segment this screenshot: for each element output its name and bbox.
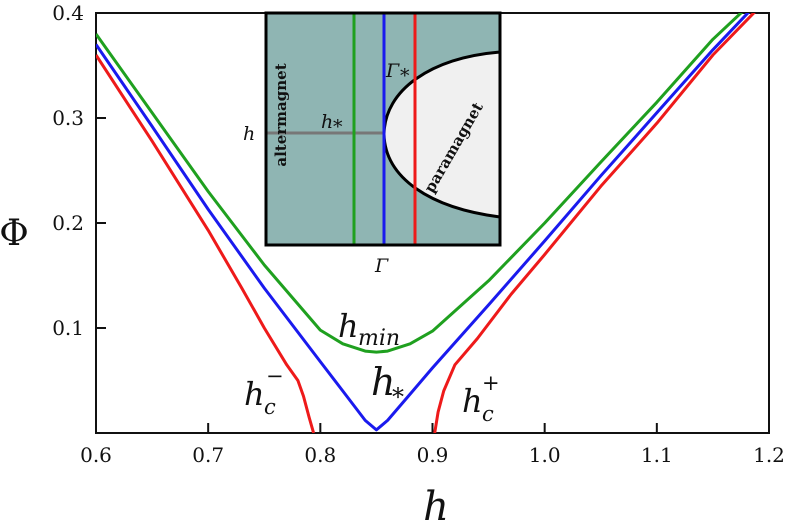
- svg-text:min: min: [358, 326, 400, 351]
- y-tick-label: 0.2: [52, 211, 84, 235]
- x-tick-label: 1.2: [753, 443, 785, 467]
- x-tick-label: 1.1: [641, 443, 673, 467]
- svg-text:c: c: [482, 402, 494, 426]
- series-label-green: h min: [338, 307, 400, 351]
- inset-frame: [264, 11, 502, 247]
- inset-gamma-star-sub: *: [400, 65, 410, 87]
- y-tick-label: 0.1: [52, 316, 84, 340]
- x-tick-label: 0.8: [304, 443, 336, 467]
- inset-h-left-label: h: [243, 123, 255, 145]
- svg-text:h: h: [244, 375, 265, 413]
- x-tick-label: 0.6: [80, 443, 112, 467]
- inset-gamma-star-label: Γ: [385, 60, 400, 82]
- svg-text:c: c: [264, 395, 276, 419]
- y-tick-label: 0.3: [52, 106, 84, 130]
- series-label-blue: h *: [371, 360, 404, 411]
- x-axis-label: h: [423, 484, 449, 526]
- inset-altermagnet-label: altermagnet: [272, 63, 290, 166]
- svg-text:h: h: [338, 307, 359, 345]
- y-tick-label: 0.4: [52, 1, 84, 25]
- x-tick-label: 0.9: [417, 443, 449, 467]
- x-tick-label: 0.7: [192, 443, 224, 467]
- series-label-red-plus: h c +: [462, 371, 500, 426]
- svg-text:*: *: [392, 383, 404, 411]
- axis-ticks: 0.6 0.7 0.8 0.9 1.0 1.1 1.2 0.1 0.2 0.3 0.4: [52, 1, 785, 467]
- inset-diagram: altermagnet paramagnet h * Γ * h Γ: [243, 11, 502, 277]
- y-axis-label: Φ: [0, 213, 29, 254]
- series-line-blue-1: [96, 13, 750, 432]
- inset-h-star-label: h: [321, 111, 333, 133]
- inset-h-star-sub: *: [333, 116, 343, 138]
- series-line-red-2: [96, 54, 316, 433]
- svg-text:h: h: [371, 360, 395, 404]
- series-layer: [96, 13, 756, 433]
- svg-text:+: +: [482, 371, 500, 395]
- series-line-red-3: [433, 13, 756, 433]
- svg-text:−: −: [266, 364, 284, 388]
- series-line-green-0: [96, 13, 744, 354]
- svg-text:h: h: [462, 382, 483, 420]
- series-label-red-minus: h c −: [244, 364, 284, 419]
- inset-gamma-bottom-label: Γ: [374, 255, 389, 277]
- x-tick-label: 1.0: [529, 443, 561, 467]
